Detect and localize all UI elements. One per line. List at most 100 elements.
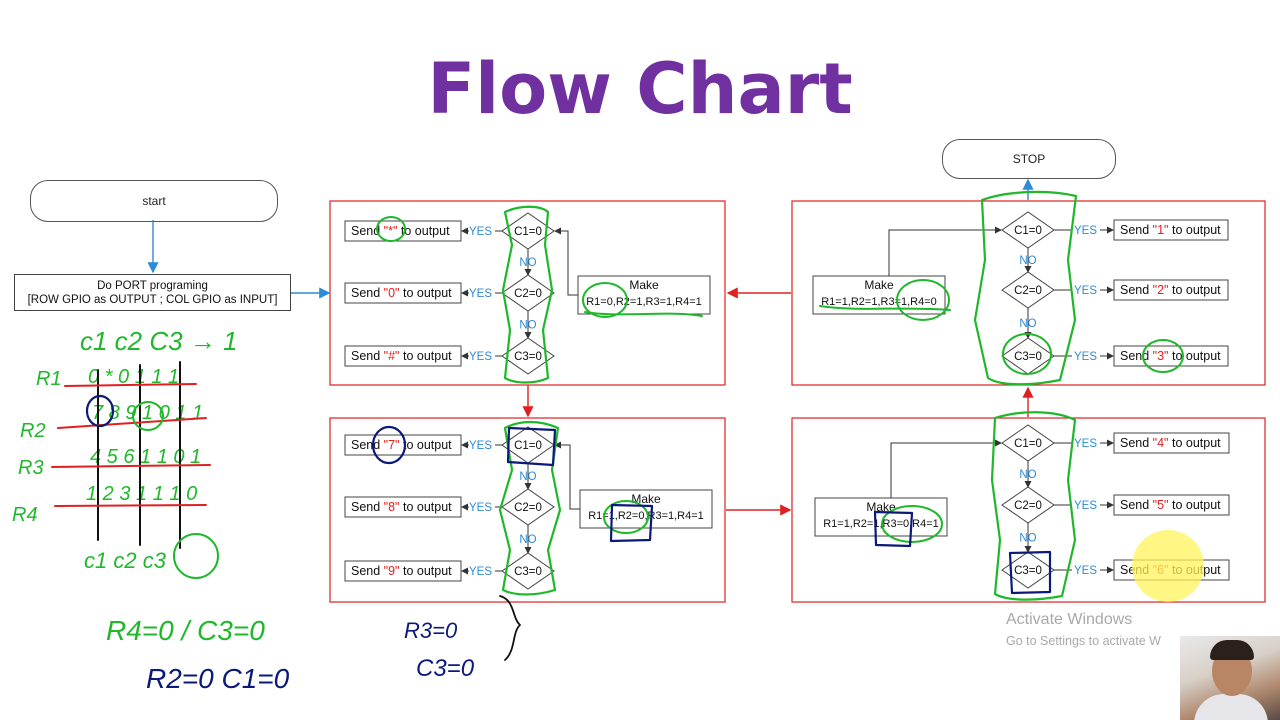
tr-make-title: Make [864, 278, 894, 292]
three-circle [1142, 339, 1184, 373]
br-send-2-box: Send "5" to output [1113, 494, 1230, 516]
tl-no-label-1: NO [519, 257, 536, 269]
tl-send-2-text: Send "0" to output [351, 286, 452, 300]
tr-yes-label-2: YES [1074, 285, 1097, 297]
hw-r3: R3 [18, 457, 44, 479]
bl-send-1-text: Send "7" to output [351, 438, 452, 452]
send-key: "1" [1153, 223, 1169, 237]
send-word: Send [351, 500, 384, 514]
send-key: "3" [1153, 349, 1169, 363]
send-suffix: to output [1169, 223, 1222, 237]
send-key: "8" [384, 500, 400, 514]
tr-make-value: R1=1,R2=1,R3=1,R4=0 [821, 296, 937, 308]
tr-send-1-box: Send "1" to output [1113, 219, 1229, 241]
bl-make-connector [554, 441, 580, 510]
tl-make-connector [554, 227, 578, 296]
br-decision-label-1: C1=0 [1014, 438, 1042, 450]
bl-decision-label-1: C1=0 [514, 440, 542, 452]
bl-send-3-text: Send "9" to output [351, 564, 452, 578]
tl-make-title: Make [629, 278, 659, 292]
r4-circle [896, 279, 950, 321]
tl-send-1-box: Send "*" to output [344, 220, 462, 242]
keypad-circle-1 [85, 394, 115, 428]
hw-r4: R4 [12, 504, 38, 526]
bl-send-2-box: Send "8" to output [344, 496, 462, 518]
bl-decision-2: C2=0 [501, 488, 555, 526]
tr-send-3-text: Send "3" to output [1120, 349, 1221, 363]
send-word: Send [351, 224, 384, 238]
slide-title: Flow Chart [427, 48, 853, 130]
presenter-shirt [1194, 694, 1268, 720]
bl-decision-label-2: C2=0 [514, 502, 542, 514]
tr-yes-label-1: YES [1074, 225, 1097, 237]
handwritten-annotations [51, 190, 1204, 661]
tl-yes-label-1: YES [469, 226, 492, 238]
send-key: "*" [384, 224, 398, 238]
hw-r1: R1 [36, 368, 62, 390]
bl-make-title: Make [631, 492, 661, 506]
tr-send-2-box: Send "2" to output [1113, 279, 1229, 301]
hw-r4-digits: 1 2 3 1 1 1 0 [86, 483, 197, 505]
handwriting-text-layer: c1 c2 C3 → 1 R1 R2 R3 R4 0 * 0 1 1 1 7 8… [12, 326, 475, 694]
tl-send-3-box: Send "#" to output [344, 345, 462, 367]
keypad-circle-3 [173, 533, 219, 579]
bl-no-label-1: NO [519, 471, 536, 483]
send-word: Send [1120, 223, 1153, 237]
br-yes-label-3: YES [1074, 565, 1097, 577]
tr-decision-1: C1=0 [1001, 211, 1055, 249]
bl-yes-label-2: YES [469, 502, 492, 514]
tr-send-1-text: Send "1" to output [1120, 223, 1221, 237]
send-key: "#" [384, 349, 400, 363]
tr-decision-label-1: C1=0 [1014, 225, 1042, 237]
send-suffix: to output [400, 564, 453, 578]
send-key: "4" [1153, 436, 1169, 450]
bl-decision-label-3: C3=0 [514, 566, 542, 578]
r2-circle [603, 500, 649, 534]
star-circle [376, 216, 406, 242]
tr-decision-2: C2=0 [1001, 271, 1055, 309]
presenter-hair [1210, 640, 1254, 660]
port-programming-box: Do PORT programing [ROW GPIO as OUTPUT ;… [14, 274, 291, 311]
tr-decision-label-3: C3=0 [1014, 351, 1042, 363]
send-suffix: to output [1169, 283, 1222, 297]
br-decision-label-2: C2=0 [1014, 500, 1042, 512]
send-key: "7" [384, 438, 400, 452]
send-suffix: to output [400, 438, 453, 452]
bl-decision-3: C3=0 [501, 552, 555, 590]
send-word: Send [351, 349, 384, 363]
hw-bottom-cols: c1 c2 c3 [84, 548, 167, 573]
r1-circle [582, 282, 628, 318]
send-suffix: to output [400, 286, 453, 300]
keypad-row-line-3 [51, 464, 211, 468]
tr-yes-label-3: YES [1074, 351, 1097, 363]
tr-send-2-text: Send "2" to output [1120, 283, 1221, 297]
keypad-row-line-2 [57, 417, 207, 429]
keypad-circle-2 [132, 401, 164, 431]
stop-label: STOP [1012, 152, 1046, 166]
hw-eq1: R4=0 / C3=0 [106, 615, 265, 646]
hw-cols: c1 c2 C3 → 1 [80, 326, 238, 356]
tr-column-loop [973, 190, 1078, 386]
tl-decision-2: C2=0 [501, 274, 555, 312]
bl-c1-box [506, 426, 557, 467]
tl-send-2-box: Send "0" to output [344, 282, 462, 304]
br-decision-3: C3=0 [1001, 551, 1055, 589]
c3-circle [1002, 333, 1052, 375]
tr-make-connector [888, 226, 1002, 276]
presenter-webcam [1180, 636, 1280, 720]
send-key: "0" [384, 286, 400, 300]
tl-no-label-2: NO [519, 320, 536, 332]
br-no-label-2: NO [1019, 533, 1036, 545]
br-yes-label-1: YES [1074, 438, 1097, 450]
send-word: Send [1120, 283, 1153, 297]
tr-decision-label-2: C2=0 [1014, 285, 1042, 297]
brace [499, 595, 521, 661]
send-key: "2" [1153, 283, 1169, 297]
activate-windows-subtitle: Go to Settings to activate W [1006, 634, 1161, 648]
br-c3-box [1008, 550, 1052, 595]
bl-send-3-box: Send "9" to output [344, 560, 462, 582]
send-suffix: to output [1169, 436, 1222, 450]
